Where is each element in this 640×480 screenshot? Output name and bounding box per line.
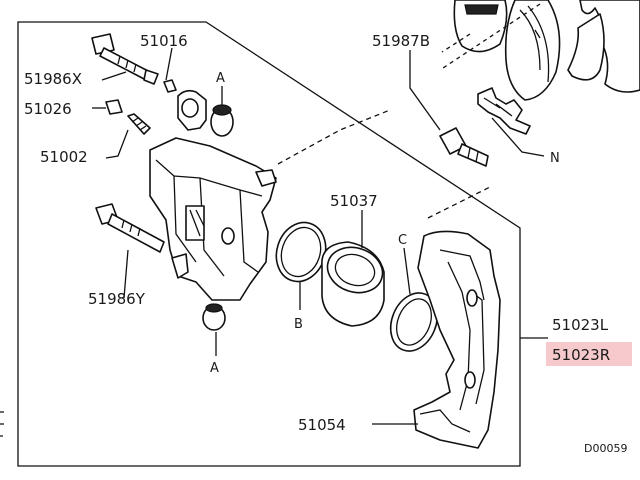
boot-ring-c-image bbox=[389, 292, 439, 352]
label-51986x[interactable]: 51986X bbox=[24, 70, 82, 88]
label-51002[interactable]: 51002 bbox=[40, 148, 88, 166]
label-a-top: A bbox=[216, 71, 225, 86]
boot-a-bottom-image bbox=[202, 303, 226, 331]
edge-marks bbox=[0, 411, 4, 437]
support-bracket-51023-image bbox=[413, 230, 501, 449]
leader-lines bbox=[92, 3, 548, 425]
label-51023r[interactable]: 51023R bbox=[552, 346, 610, 364]
label-51026[interactable]: 51026 bbox=[24, 100, 72, 118]
clip-n-image bbox=[477, 87, 531, 135]
assembly-frame bbox=[17, 21, 521, 467]
label-51986y[interactable]: 51986Y bbox=[88, 290, 146, 308]
label-b: B bbox=[294, 317, 303, 332]
label-n: N bbox=[550, 151, 560, 166]
label-a-bottom: A bbox=[210, 361, 219, 376]
label-c: C bbox=[398, 233, 407, 248]
label-51037[interactable]: 51037 bbox=[330, 192, 378, 210]
bleeder-screw-51002-image bbox=[127, 113, 151, 135]
slide-pin-51987b-image bbox=[439, 127, 489, 167]
label-51054[interactable]: 51054 bbox=[298, 416, 346, 434]
label-51016[interactable]: 51016 bbox=[140, 32, 188, 50]
nut-51986x-image bbox=[163, 79, 177, 93]
bolt-51016-image bbox=[91, 33, 159, 85]
piston-51037-image bbox=[321, 241, 385, 327]
brake-pads-image bbox=[453, 0, 640, 101]
bleeder-51026-image bbox=[105, 99, 123, 115]
bolt-51986y-image bbox=[95, 203, 165, 253]
selected-part-highlight bbox=[546, 342, 632, 366]
boot-a-top-image bbox=[210, 104, 234, 137]
diagram-code: D00059 bbox=[584, 442, 627, 455]
seal-ring-b-image bbox=[275, 221, 327, 283]
label-51023l[interactable]: 51023L bbox=[552, 316, 609, 334]
caliper-body-image bbox=[149, 89, 277, 301]
label-51987b[interactable]: 51987B bbox=[372, 32, 430, 50]
